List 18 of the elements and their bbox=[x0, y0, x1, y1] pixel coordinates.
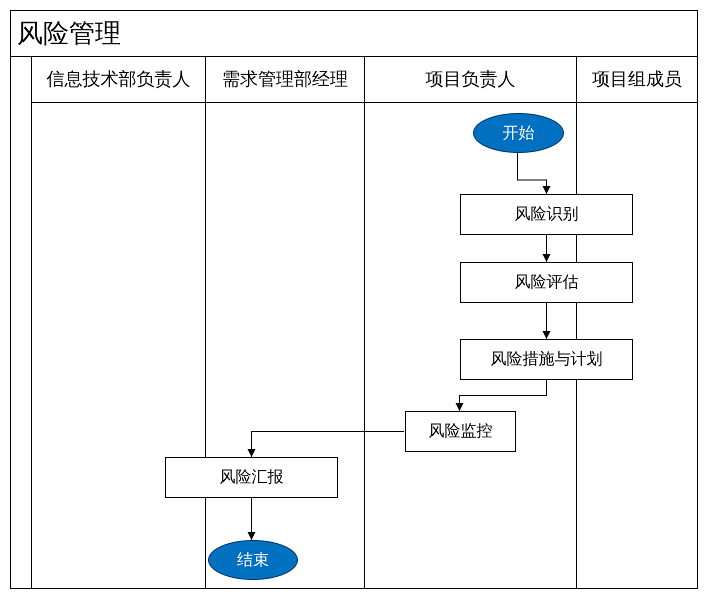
process-box: 风险监控 bbox=[405, 411, 516, 452]
lane-header: 项目组成员 bbox=[577, 56, 697, 103]
lane-header: 项目负责人 bbox=[365, 56, 576, 103]
process-box: 风险识别 bbox=[460, 194, 633, 235]
lane-header: 信息技术部负责人 bbox=[32, 56, 205, 103]
arrow bbox=[248, 431, 404, 458]
process-box: 风险评估 bbox=[460, 262, 633, 303]
arrow bbox=[456, 380, 547, 412]
process-box: 风险汇报 bbox=[165, 457, 338, 498]
terminal-oval: 开始 bbox=[473, 113, 564, 153]
arrow bbox=[517, 152, 550, 194]
process-box: 风险措施与计划 bbox=[460, 339, 633, 380]
title-bar: 风险管理 bbox=[10, 10, 698, 57]
arrow bbox=[542, 302, 550, 340]
arrow bbox=[542, 234, 550, 262]
terminal-oval: 结束 bbox=[208, 540, 298, 580]
lane-header: 需求管理部经理 bbox=[206, 56, 364, 103]
arrow bbox=[248, 498, 256, 540]
